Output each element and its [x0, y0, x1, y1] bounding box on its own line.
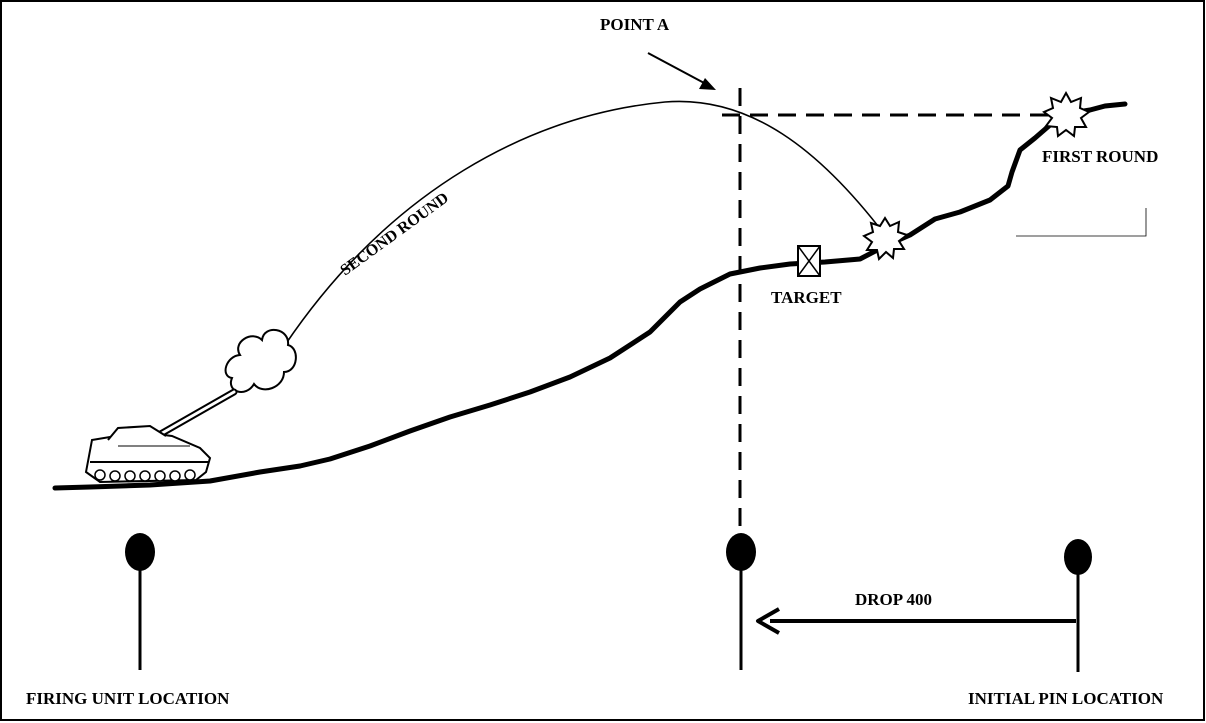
- point-a-arrow: [647, 52, 716, 90]
- explosion-burst-icon: [862, 216, 910, 261]
- initial-pin: [1064, 539, 1092, 672]
- self-propelled-howitzer-icon: [84, 388, 238, 484]
- smoke-cloud-icon: [224, 329, 297, 393]
- initial-pin-location-label: INITIAL PIN LOCATION: [968, 689, 1164, 708]
- point-a-pin: [726, 533, 756, 670]
- firing-unit-location-label: FIRING UNIT LOCATION: [26, 689, 230, 708]
- drop-arrow: [756, 607, 1076, 635]
- first-round-label: FIRST ROUND: [1042, 147, 1158, 166]
- second-round-label: SECOND ROUND: [337, 189, 452, 279]
- target-label: TARGET: [771, 288, 842, 307]
- drop-label: DROP 400: [855, 590, 932, 609]
- first-round-burst-icon: [1042, 90, 1091, 138]
- bracket-mark: [1016, 208, 1147, 237]
- target-box-icon: [797, 245, 821, 277]
- point-a-label: POINT A: [600, 15, 670, 34]
- terrain-line: [52, 101, 1128, 491]
- second-round-trajectory: [284, 100, 886, 346]
- firing-unit-pin: [125, 533, 155, 670]
